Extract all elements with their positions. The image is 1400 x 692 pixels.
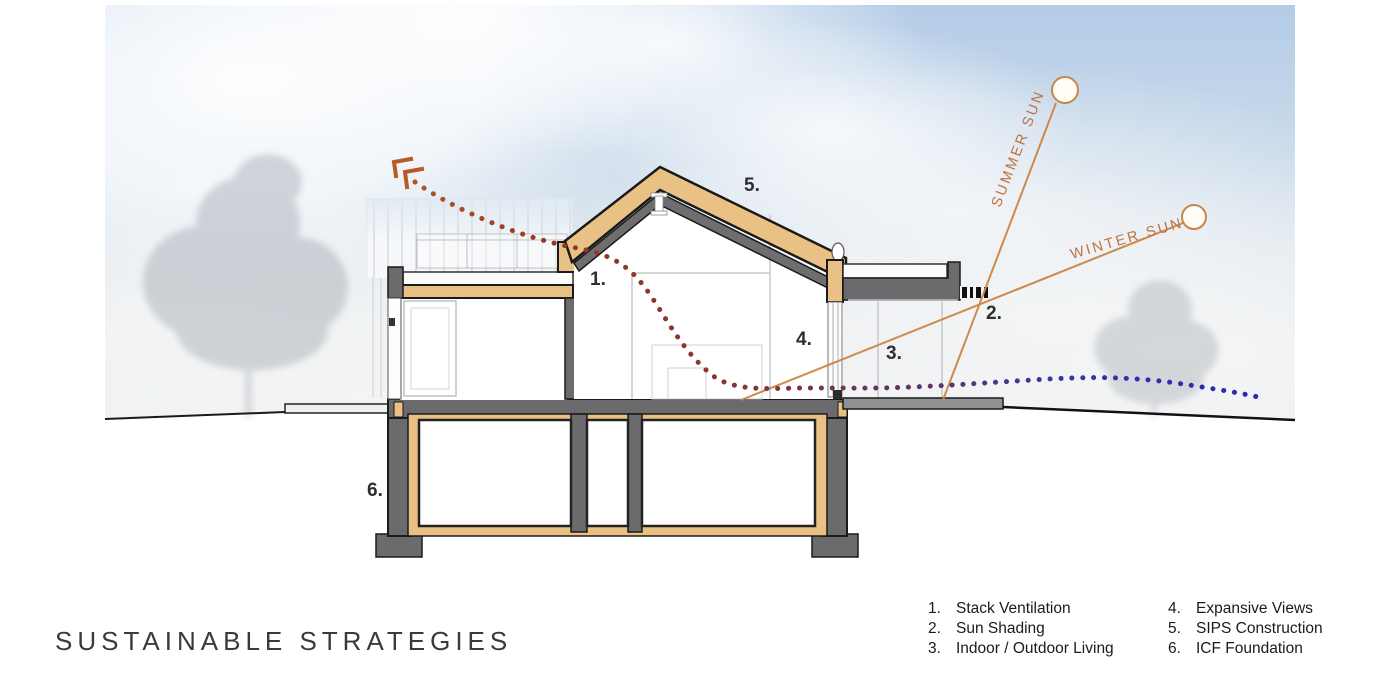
ridge-beam-icon bbox=[650, 192, 668, 216]
legend-item-label: Stack Ventilation bbox=[956, 600, 1071, 617]
interior-faint-lines bbox=[631, 215, 771, 400]
winter-sun-ray bbox=[740, 222, 1184, 401]
legend-item: 5. SIPS Construction bbox=[1168, 619, 1323, 639]
legend-item: 6. ICF Foundation bbox=[1168, 639, 1323, 659]
legend-column-1: 1. Stack Ventilation 2. Sun Shading 3. I… bbox=[928, 599, 1168, 659]
legend-item-number: 1. bbox=[928, 600, 941, 617]
legend-item-label: SIPS Construction bbox=[1196, 620, 1323, 637]
summer-sun-icon bbox=[1051, 76, 1079, 104]
porch-posts bbox=[848, 299, 958, 397]
airflow-dotted-path bbox=[412, 179, 1261, 400]
deck-slab bbox=[842, 397, 1004, 410]
legend: 1. Stack Ventilation 2. Sun Shading 3. I… bbox=[928, 599, 1323, 659]
tree-left-icon bbox=[143, 154, 348, 417]
exhaust-arrow-icon bbox=[391, 156, 425, 190]
legend-item: 3. Indoor / Outdoor Living bbox=[928, 639, 1168, 659]
terrain-right bbox=[1002, 405, 1296, 422]
summer-sun-ray bbox=[942, 102, 1057, 401]
terrain-left bbox=[104, 411, 286, 420]
legend-item-number: 4. bbox=[1168, 600, 1181, 617]
legend-item-label: Expansive Views bbox=[1196, 600, 1313, 617]
right-wall-group bbox=[826, 242, 845, 399]
main-interior bbox=[574, 190, 843, 399]
legend-item-number: 3. bbox=[928, 640, 941, 657]
louvers-icon bbox=[962, 287, 988, 298]
legend-item-label: Indoor / Outdoor Living bbox=[956, 640, 1114, 657]
foundation-group bbox=[375, 401, 859, 558]
legend-item: 2. Sun Shading bbox=[928, 619, 1168, 639]
legend-item-label: Sun Shading bbox=[956, 620, 1045, 637]
legend-item-number: 6. bbox=[1168, 640, 1181, 657]
annotation-3: 3. bbox=[886, 343, 902, 364]
page-title: SUSTAINABLE STRATEGIES bbox=[55, 626, 513, 656]
legend-item-number: 2. bbox=[928, 620, 941, 637]
winter-sun-label: WINTER SUN bbox=[1069, 215, 1186, 263]
annotation-5: 5. bbox=[744, 175, 760, 196]
legend-item: 1. Stack Ventilation bbox=[928, 599, 1168, 619]
porch-step bbox=[284, 403, 389, 414]
legend-column-2: 4. Expansive Views 5. SIPS Construction … bbox=[1168, 599, 1323, 659]
legend-item: 4. Expansive Views bbox=[1168, 599, 1323, 619]
annotation-numbers: 1. 2. 3. 4. 5. 6. bbox=[367, 175, 1002, 501]
annotation-6: 6. bbox=[367, 480, 383, 501]
annotation-1: 1. bbox=[590, 269, 606, 290]
legend-item-number: 5. bbox=[1168, 620, 1181, 637]
sun-rays bbox=[740, 102, 1184, 401]
legend-item-label: ICF Foundation bbox=[1196, 640, 1303, 657]
annotation-2: 2. bbox=[986, 303, 1002, 324]
canopy-group bbox=[842, 261, 990, 301]
winter-sun-icon bbox=[1181, 204, 1207, 230]
tree-right-icon bbox=[1094, 280, 1219, 417]
annotation-4: 4. bbox=[796, 329, 812, 350]
